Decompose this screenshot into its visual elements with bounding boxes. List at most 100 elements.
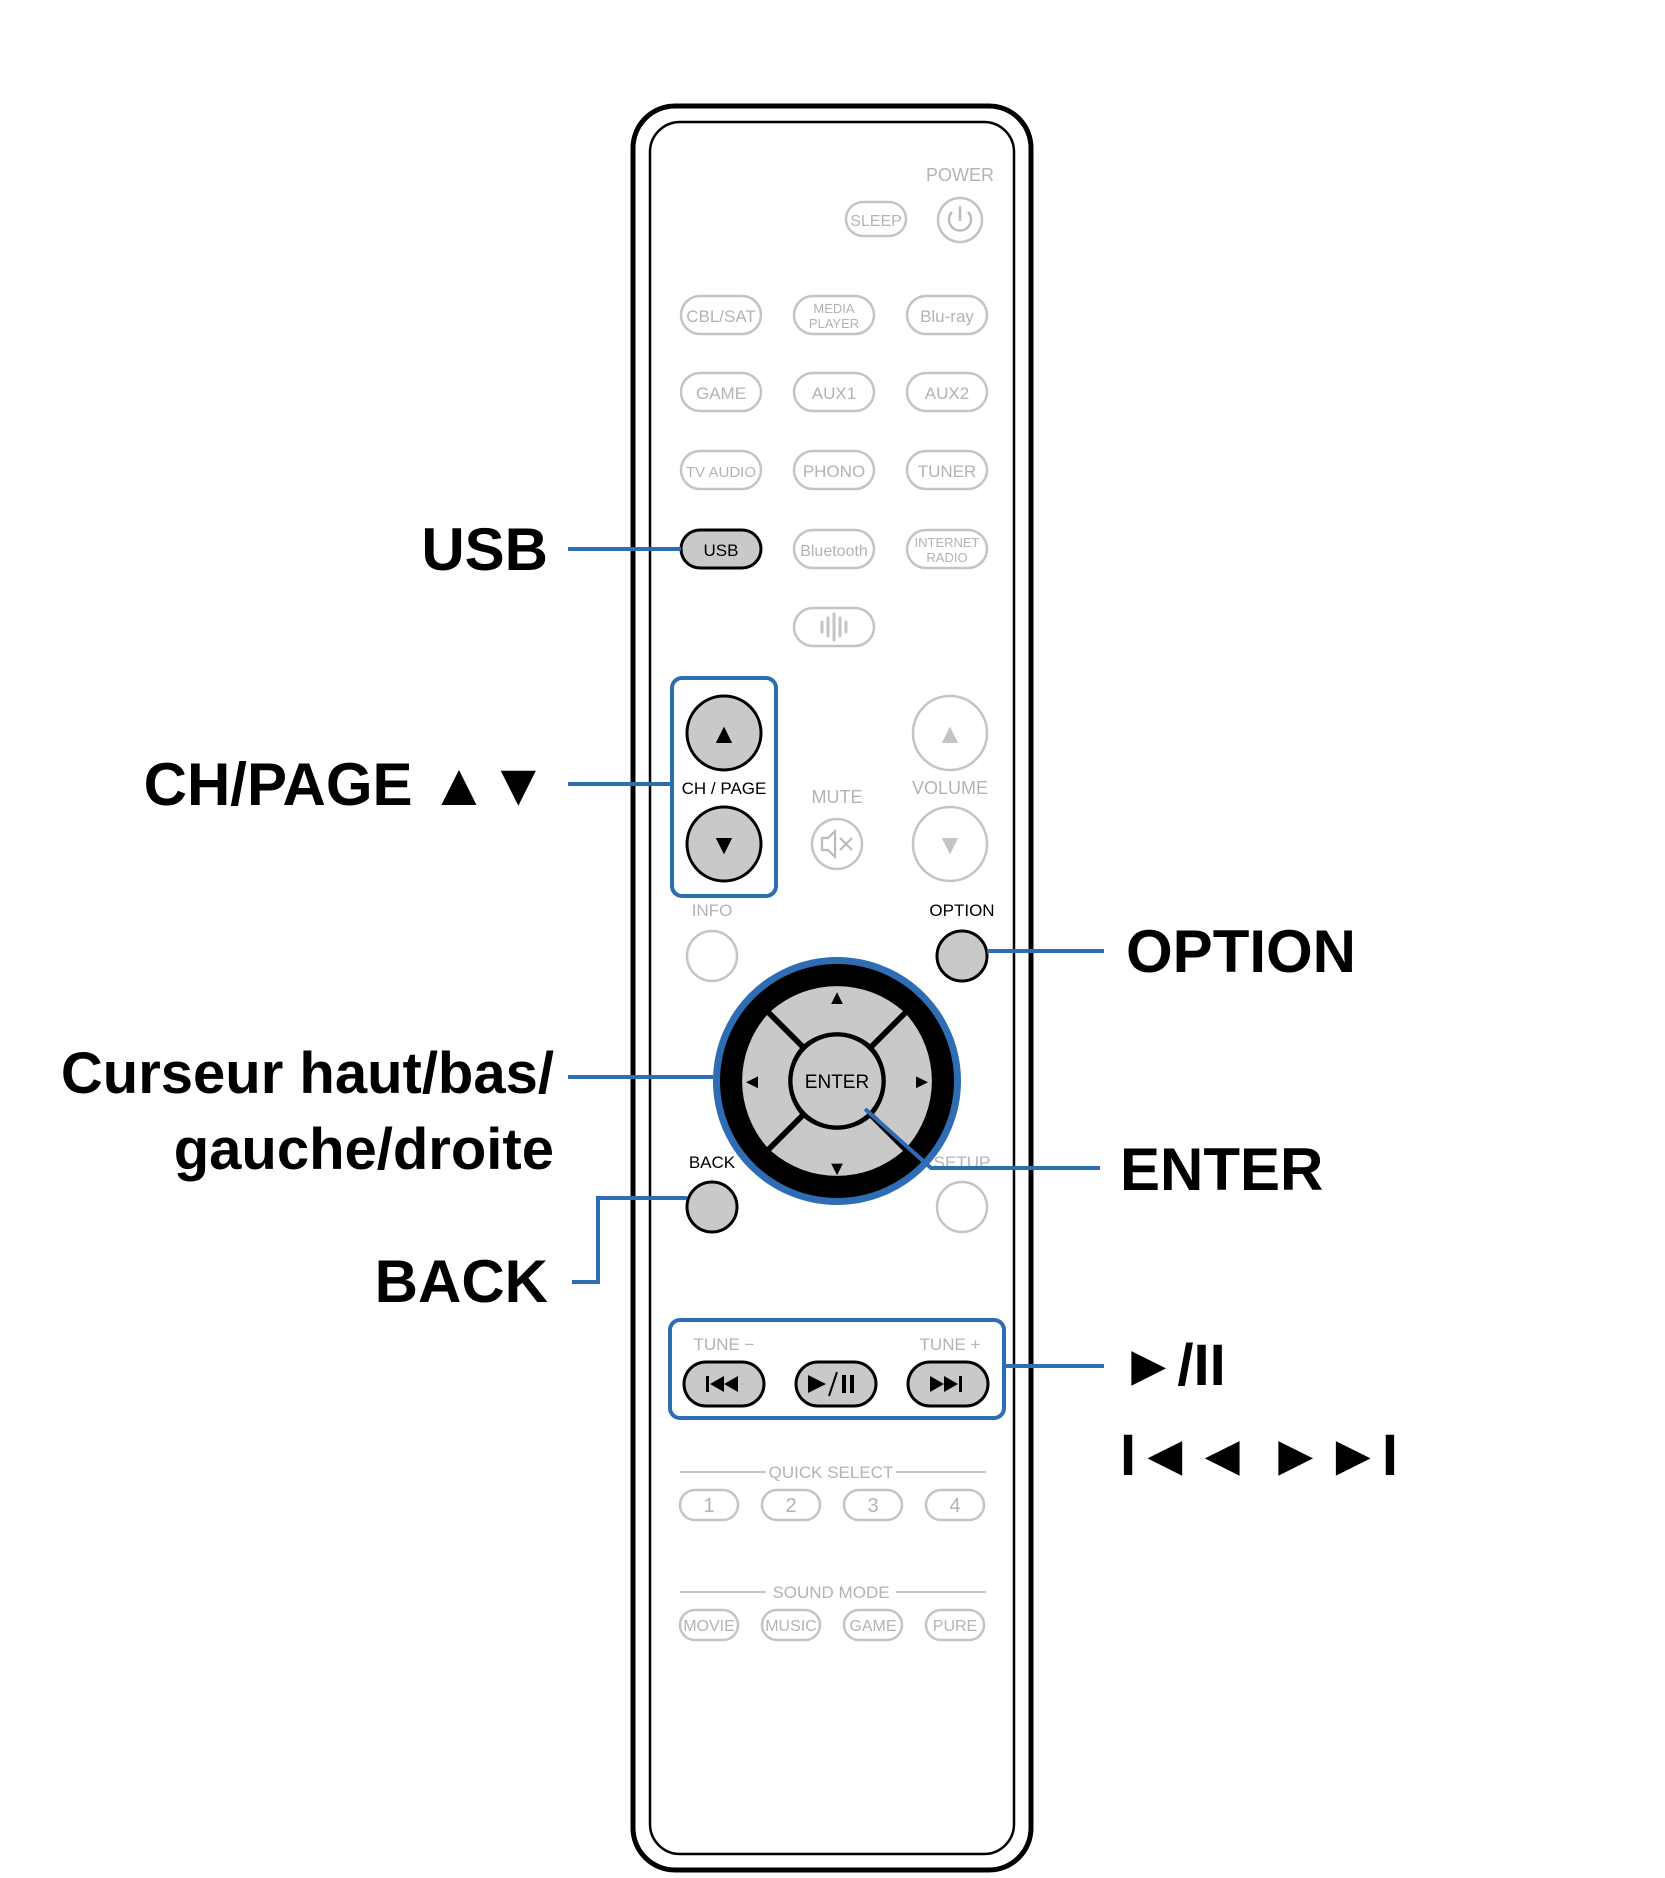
cursor-down-button[interactable]: ▼ (771, 1118, 903, 1180)
volume-up-button[interactable]: ▲ (911, 694, 989, 772)
play-pause-button[interactable] (794, 1360, 878, 1408)
sound-mode-music-button[interactable]: MUSIC (760, 1608, 822, 1642)
volume-down-icon: ▼ (936, 829, 964, 860)
media-player-label-line2: PLAYER (809, 316, 859, 331)
ch-page-down-button[interactable]: ▼ (685, 805, 763, 883)
back-leader (572, 1196, 687, 1284)
enter-label: ENTER (805, 1072, 869, 1093)
cursor-up-button[interactable]: ▲ (771, 986, 903, 1044)
source-label: Bluetooth (800, 543, 868, 560)
quick-select-button-1[interactable]: 1 (678, 1488, 740, 1522)
enter-button[interactable]: ENTER (789, 1033, 885, 1129)
cursor-up-icon: ▲ (827, 987, 847, 1009)
callout-cursor-line1: Curseur haut/bas/ (61, 1041, 554, 1106)
power-icon (947, 206, 973, 232)
sleep-label: SLEEP (850, 213, 902, 230)
source-row-3: TV AUDIO PHONO TUNER (679, 449, 989, 491)
quick-select-section: QUICK SELECT 1 2 3 4 (678, 1463, 986, 1522)
source-game-button[interactable]: GAME (679, 371, 763, 413)
source-aux1-button[interactable]: AUX1 (792, 371, 876, 413)
up-arrow-icon: ▲ (710, 718, 738, 749)
quick-select-button-3[interactable]: 3 (842, 1488, 904, 1522)
source-aux2-button[interactable]: AUX2 (905, 371, 989, 413)
quick-select-number: 1 (703, 1495, 714, 1517)
mute-button[interactable] (810, 817, 864, 871)
source-usb-button[interactable]: USB (679, 528, 763, 570)
callout-skip: I◄◄ ►►I (1120, 1423, 1398, 1488)
source-row-4: USB Bluetooth INTERNET RADIO (679, 528, 989, 570)
callout-ch-page: CH/PAGE ▲▼ (144, 751, 548, 818)
transport-group: TUNE − TUNE + (668, 1318, 1006, 1420)
sound-mode-pure-button[interactable]: PURE (924, 1608, 986, 1642)
volume-up-icon: ▲ (936, 718, 964, 749)
callout-leaders (568, 547, 1104, 1368)
source-phono-button[interactable]: PHONO (792, 449, 876, 491)
usb-button-label: USB (704, 541, 739, 560)
down-arrow-icon: ▼ (710, 829, 738, 860)
mute-icon (820, 828, 853, 860)
option-label: OPTION (929, 901, 994, 920)
info-label: INFO (692, 901, 733, 920)
sound-mode-movie-button[interactable]: MOVIE (678, 1608, 740, 1642)
sound-mode-game-button[interactable]: GAME (842, 1608, 904, 1642)
ch-page-label: CH / PAGE (682, 779, 767, 798)
quick-select-number: 2 (785, 1495, 796, 1517)
source-tuner-button[interactable]: TUNER (905, 449, 989, 491)
tune-plus-label: TUNE + (920, 1335, 981, 1354)
callout-play-pause: ►/II (1120, 1333, 1226, 1398)
source-tv-audio-button[interactable]: TV AUDIO (679, 449, 763, 491)
setup-button[interactable] (935, 1180, 989, 1234)
play-pause-icon (808, 1371, 854, 1397)
source-label: PHONO (803, 462, 865, 481)
volume-down-button[interactable]: ▼ (911, 805, 989, 883)
info-button[interactable] (685, 929, 739, 983)
enter-leader (863, 1107, 1100, 1170)
source-media-player-button[interactable]: MEDIA PLAYER (792, 294, 876, 336)
ch-page-group: ▲ CH / PAGE ▼ (670, 676, 778, 898)
cursor-right-icon: ► (912, 1071, 932, 1093)
source-label: AUX1 (812, 384, 856, 403)
source-row-2: GAME AUX1 AUX2 (679, 371, 989, 413)
mute-label: MUTE (812, 787, 863, 807)
back-button[interactable] (685, 1180, 739, 1234)
power-button[interactable] (936, 196, 984, 244)
heos-icon (820, 612, 848, 642)
skip-back-button[interactable] (682, 1360, 766, 1408)
option-button[interactable] (935, 929, 989, 983)
sound-mode-label: MUSIC (765, 1618, 817, 1635)
sound-mode-label: MOVIE (683, 1618, 735, 1635)
source-internet-radio-button[interactable]: INTERNET RADIO (905, 528, 989, 570)
quick-select-label: QUICK SELECT (769, 1463, 894, 1482)
source-label: TV AUDIO (686, 464, 756, 481)
source-label: AUX2 (925, 384, 969, 403)
quick-select-number: 3 (867, 1495, 878, 1517)
source-row-1: CBL/SAT MEDIA PLAYER Blu-ray (679, 294, 989, 336)
skip-forward-button[interactable] (906, 1360, 990, 1408)
source-bluray-button[interactable]: Blu-ray (905, 294, 989, 336)
cursor-pad: ▲ ▼ ◄ ► ENTER (713, 957, 961, 1205)
heos-button[interactable] (792, 606, 876, 648)
callout-back: BACK (375, 1248, 548, 1315)
sound-mode-label: GAME (849, 1618, 896, 1635)
tune-minus-label: TUNE − (694, 1335, 755, 1354)
source-bluetooth-button[interactable]: Bluetooth (792, 528, 876, 570)
ch-page-up-button[interactable]: ▲ (685, 694, 763, 772)
sleep-button[interactable]: SLEEP (844, 200, 908, 238)
skip-back-icon (706, 1376, 738, 1392)
source-cbl-sat-button[interactable]: CBL/SAT (679, 294, 763, 336)
sound-mode-label: SOUND MODE (772, 1583, 889, 1602)
quick-select-number: 4 (949, 1495, 960, 1517)
quick-select-button-4[interactable]: 4 (924, 1488, 986, 1522)
source-label: CBL/SAT (686, 307, 756, 326)
cursor-left-button[interactable]: ◄ (742, 1015, 800, 1147)
source-label: TUNER (918, 462, 977, 481)
source-label: Blu-ray (920, 307, 974, 326)
sound-mode-label: PURE (933, 1618, 977, 1635)
cursor-right-button[interactable]: ► (874, 1015, 932, 1147)
skip-forward-icon (930, 1376, 962, 1392)
cursor-down-icon: ▼ (827, 1158, 847, 1180)
quick-select-button-2[interactable]: 2 (760, 1488, 822, 1522)
media-player-label-line1: MEDIA (813, 301, 855, 316)
sound-mode-section: SOUND MODE MOVIE MUSIC GAME PURE (678, 1583, 986, 1642)
